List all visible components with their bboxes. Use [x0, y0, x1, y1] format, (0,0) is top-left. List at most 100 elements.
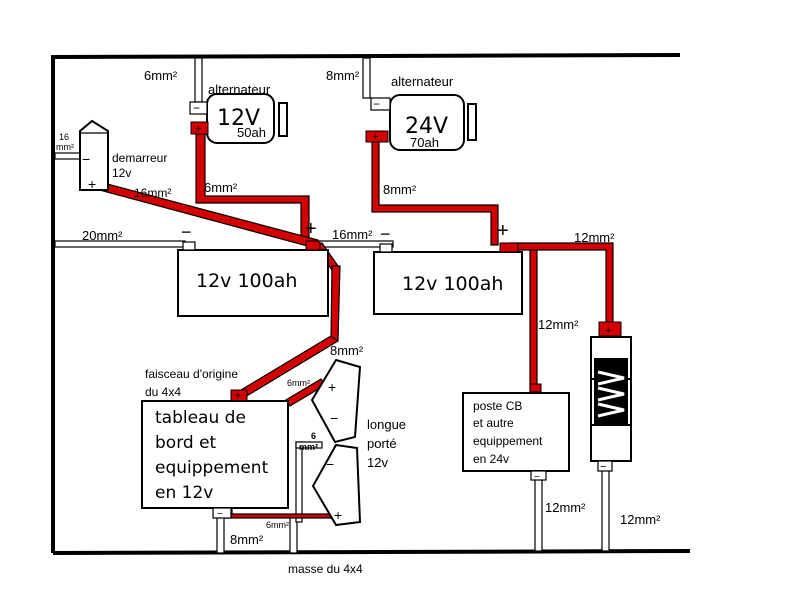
alt2-plus-sign: +	[372, 131, 378, 143]
long-range-lamp-2	[311, 443, 362, 527]
chassis-ground-label: masse du 4x4	[288, 562, 363, 576]
battery-2-minus-sign: −	[380, 224, 391, 244]
alt2-to-bat2-wire	[371, 139, 499, 246]
lamp-wire-label-mid-b: mm²	[299, 442, 318, 452]
battery-2-plus-sign: +	[497, 220, 509, 242]
battery-1-minus-sign: −	[181, 222, 192, 242]
battery-2-label: 12v 100ah	[402, 273, 503, 295]
dash-ground-wire-label: 8mm²	[230, 532, 264, 547]
cb-positive-terminal	[529, 383, 542, 393]
battery-2-negative-terminal	[379, 243, 393, 253]
starter-wire-label: 16mm²	[134, 186, 171, 200]
alt1-amps: 50ah	[237, 125, 266, 140]
alt1-ground-wire	[194, 57, 203, 103]
battery-2	[373, 251, 523, 315]
lamp1-minus-sign: −	[330, 410, 338, 426]
starter-motor	[79, 119, 109, 191]
dash-plus-sign: +	[235, 391, 241, 402]
alt1-plus-sign: +	[195, 123, 201, 135]
alt2-to-bat-wire-label: 8mm²	[383, 182, 417, 197]
starter-plus-sign: +	[88, 176, 96, 192]
starter-label-line2: 12v	[112, 166, 131, 180]
bat2-to-cb-wire	[529, 249, 538, 391]
starter-ground-wire	[54, 152, 82, 160]
lamp2-minus-sign: −	[326, 456, 334, 472]
lamp-ground-vertical-wire	[295, 441, 303, 523]
alt2-minus-sign: −	[373, 97, 380, 111]
converter-minus-sign: −	[600, 461, 606, 473]
alternator-12v-positive-terminal	[190, 121, 209, 135]
starter-minus-sign: −	[82, 151, 90, 167]
alternator-12v-body	[206, 93, 275, 144]
starter-wire-label-bottom: mm²	[56, 142, 74, 152]
alt2-wire-label: 8mm²	[326, 68, 360, 83]
cb-label-line1: poste CB	[473, 399, 522, 413]
alt2-ground-wire	[362, 57, 371, 99]
cb-feed-wire-label: 12mm²	[538, 317, 579, 332]
lamp1-plus-sign: +	[328, 379, 336, 395]
frame-line-top-left	[51, 53, 681, 553]
frame-line-bottom	[52, 549, 691, 555]
lamps-label-line3: 12v	[367, 455, 388, 470]
cb-label-line3: equippement	[473, 434, 543, 448]
battery-1-positive-terminal	[305, 240, 321, 251]
alt2-title: alternateur	[391, 74, 454, 89]
cb-label-line2: et autre	[473, 416, 514, 430]
bat2-out-wire-label: 12mm²	[574, 230, 615, 245]
dash-label-line2: bord et	[155, 433, 217, 453]
alt1-to-bat-wire-label: 6mm²	[204, 180, 238, 195]
dash-label-line4: en 12v	[155, 483, 213, 503]
alternator-24v-positive-terminal	[365, 130, 389, 143]
converter-plus-sign: +	[605, 325, 611, 337]
battery-1	[177, 249, 329, 317]
starter-label-line1: demarreur	[112, 151, 167, 165]
starter-wire-label-top: 16	[59, 132, 69, 142]
long-range-lamp-1	[310, 358, 362, 444]
alt2-amps: 70ah	[410, 135, 439, 150]
bat-link-wire-label: 16mm²	[332, 227, 373, 242]
bat2-to-converter-wire	[509, 242, 614, 323]
alternator-24v-pulley	[467, 103, 477, 141]
bat1-ground-wire-label: 20mm²	[82, 228, 123, 243]
battery-1-label: 12v 100ah	[196, 270, 297, 292]
dashboard-box	[141, 400, 289, 509]
harness-label-line1: faisceau d'origine	[145, 367, 238, 381]
cb-ground-wire	[534, 476, 543, 552]
alt2-voltage: 24V	[405, 114, 448, 139]
cb-equipment-box	[462, 392, 570, 472]
lamp-wire-label-top: 6mm²	[287, 378, 310, 388]
cb-negative-terminal	[530, 470, 547, 481]
dash-label-line1: tableau de	[155, 408, 246, 428]
battery-1-plus-sign: +	[305, 218, 317, 240]
converter-coil-icon	[597, 370, 625, 418]
alt1-title: alternateur	[208, 82, 271, 97]
alternator-24v-body	[389, 94, 465, 151]
alternator-12v-pulley	[278, 102, 288, 137]
dash-ground-wire	[216, 516, 225, 554]
dash-minus-sign: −	[217, 509, 223, 520]
lamps-label-line1: longue	[367, 417, 406, 432]
converter-negative-terminal	[597, 460, 613, 472]
lamp-ground-link-wire	[295, 441, 323, 449]
bat1-out-wire-b	[330, 265, 341, 341]
lamps-label-line2: porté	[367, 436, 397, 451]
lamp-wire-label-mid-a: 6	[311, 431, 316, 441]
alt1-wire-label: 6mm²	[144, 68, 178, 83]
dash-to-lamp-bottom-wire	[223, 507, 339, 519]
alternator-24v-negative-terminal	[370, 97, 391, 111]
dash-feed-wire-label: 8mm²	[330, 343, 364, 358]
battery-1-negative-terminal	[182, 241, 196, 251]
conv-ground-wire	[601, 469, 610, 552]
lamp2-plus-sign: +	[334, 507, 342, 523]
harness-label-line2: du 4x4	[145, 385, 181, 399]
battery-2-positive-terminal	[499, 242, 519, 253]
alt1-minus-sign: −	[193, 101, 200, 115]
conv-ground-wire-label: 12mm²	[620, 512, 661, 527]
cb-label-line4: en 24v	[473, 452, 509, 466]
alternator-12v-negative-terminal	[189, 101, 208, 115]
lamp-wire-label-bottom: 6mm²	[266, 520, 289, 530]
cb-ground-wire-label: 12mm²	[545, 500, 586, 515]
alt1-voltage: 12V	[217, 106, 260, 131]
